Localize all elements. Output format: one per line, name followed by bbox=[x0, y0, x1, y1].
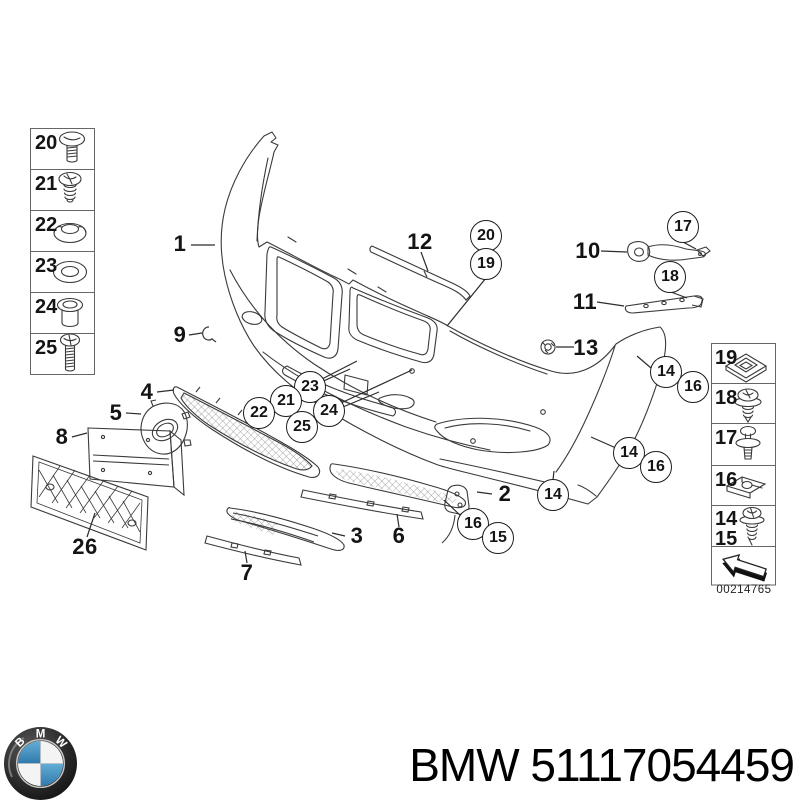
tapping-screw-washer-icon bbox=[739, 506, 765, 546]
callout-11: 11 bbox=[572, 289, 598, 314]
callout-circle-14c: 14 bbox=[537, 479, 569, 511]
callout-circle-19: 19 bbox=[470, 248, 502, 280]
callout-5: 5 bbox=[109, 400, 123, 425]
washer-icon bbox=[52, 260, 88, 284]
roundel-quadrant-bottom-right bbox=[40, 763, 63, 786]
sheet-metal-clip-nut-icon bbox=[725, 476, 767, 499]
license-plate-base-drawing bbox=[87, 427, 185, 497]
grommet-icon bbox=[53, 222, 87, 244]
closing-grille-right-drawing bbox=[329, 463, 470, 544]
washer-screw-icon bbox=[734, 388, 762, 424]
fog-lamp-cover-drawing bbox=[140, 399, 192, 455]
callout-circle-24: 24 bbox=[313, 395, 345, 427]
callout-9: 9 bbox=[173, 322, 187, 347]
callout-2: 2 bbox=[498, 481, 512, 506]
right-table-num-17: 17 bbox=[715, 427, 738, 449]
left-table-num-20: 20 bbox=[35, 132, 58, 154]
left-table-num-25: 25 bbox=[35, 337, 58, 359]
square-clip-nut-icon bbox=[724, 353, 768, 383]
direction-arrow-icon bbox=[721, 554, 768, 582]
headlight-washer-drawing bbox=[627, 241, 711, 262]
left-table-num-21: 21 bbox=[35, 173, 58, 195]
callout-3: 3 bbox=[350, 523, 364, 548]
clip-13-drawing bbox=[540, 339, 556, 355]
callout-circle-25: 25 bbox=[286, 411, 318, 443]
right-table-num-19: 19 bbox=[715, 347, 738, 369]
part-number-text: BMW 51117054459 bbox=[409, 739, 795, 791]
closing-grille-left-drawing bbox=[226, 507, 345, 551]
trim-strip-left-drawing bbox=[204, 535, 302, 566]
clip-9-drawing bbox=[202, 326, 217, 343]
right-table-num-14: 14 bbox=[715, 508, 738, 530]
right-fastener-table bbox=[711, 343, 776, 586]
callout-circle-18: 18 bbox=[654, 261, 686, 293]
callout-13: 13 bbox=[573, 335, 599, 360]
callout-circle-16b: 16 bbox=[640, 451, 672, 483]
callout-26: 26 bbox=[72, 534, 98, 559]
logo-letter-m: M bbox=[36, 729, 46, 741]
callout-1: 1 bbox=[173, 231, 187, 256]
spacer-sleeve-icon bbox=[56, 297, 84, 328]
roundel-quadrant-top-left bbox=[18, 741, 41, 764]
left-table-num-24: 24 bbox=[35, 296, 58, 318]
kidney-strip-drawing bbox=[369, 245, 471, 301]
pan-head-screw-icon bbox=[58, 131, 86, 163]
callout-4: 4 bbox=[140, 379, 154, 404]
callout-6: 6 bbox=[392, 523, 406, 548]
callout-circle-16a: 16 bbox=[677, 371, 709, 403]
expansion-rivet-icon bbox=[735, 425, 761, 460]
callout-circle-14b: 14 bbox=[613, 437, 645, 469]
tapping-screw-icon bbox=[58, 171, 82, 203]
right-table-num-16: 16 bbox=[715, 469, 738, 491]
right-table-num-15: 15 bbox=[715, 528, 738, 550]
trim-strip-right-drawing bbox=[300, 489, 424, 520]
callout-12: 12 bbox=[407, 229, 433, 254]
impact-absorber-drawing bbox=[30, 455, 149, 551]
callout-circle-17: 17 bbox=[667, 211, 699, 243]
callout-10: 10 bbox=[575, 238, 601, 263]
bumper-bracket-drawing bbox=[624, 295, 704, 314]
left-table-num-22: 22 bbox=[35, 214, 58, 236]
long-screw-icon bbox=[59, 333, 81, 372]
callout-circle-22: 22 bbox=[243, 397, 275, 429]
center-grille-drawing bbox=[172, 386, 321, 478]
callout-circle-15: 15 bbox=[482, 522, 514, 554]
callout-8: 8 bbox=[55, 424, 69, 449]
left-fastener-table bbox=[30, 128, 95, 375]
callout-7: 7 bbox=[240, 560, 254, 585]
right-table-num-18: 18 bbox=[715, 387, 738, 409]
diagram-code: 00214765 bbox=[716, 584, 772, 596]
callout-circle-14a: 14 bbox=[650, 356, 682, 388]
left-table-num-23: 23 bbox=[35, 255, 58, 277]
bmw-logo: B M W bbox=[4, 727, 77, 800]
